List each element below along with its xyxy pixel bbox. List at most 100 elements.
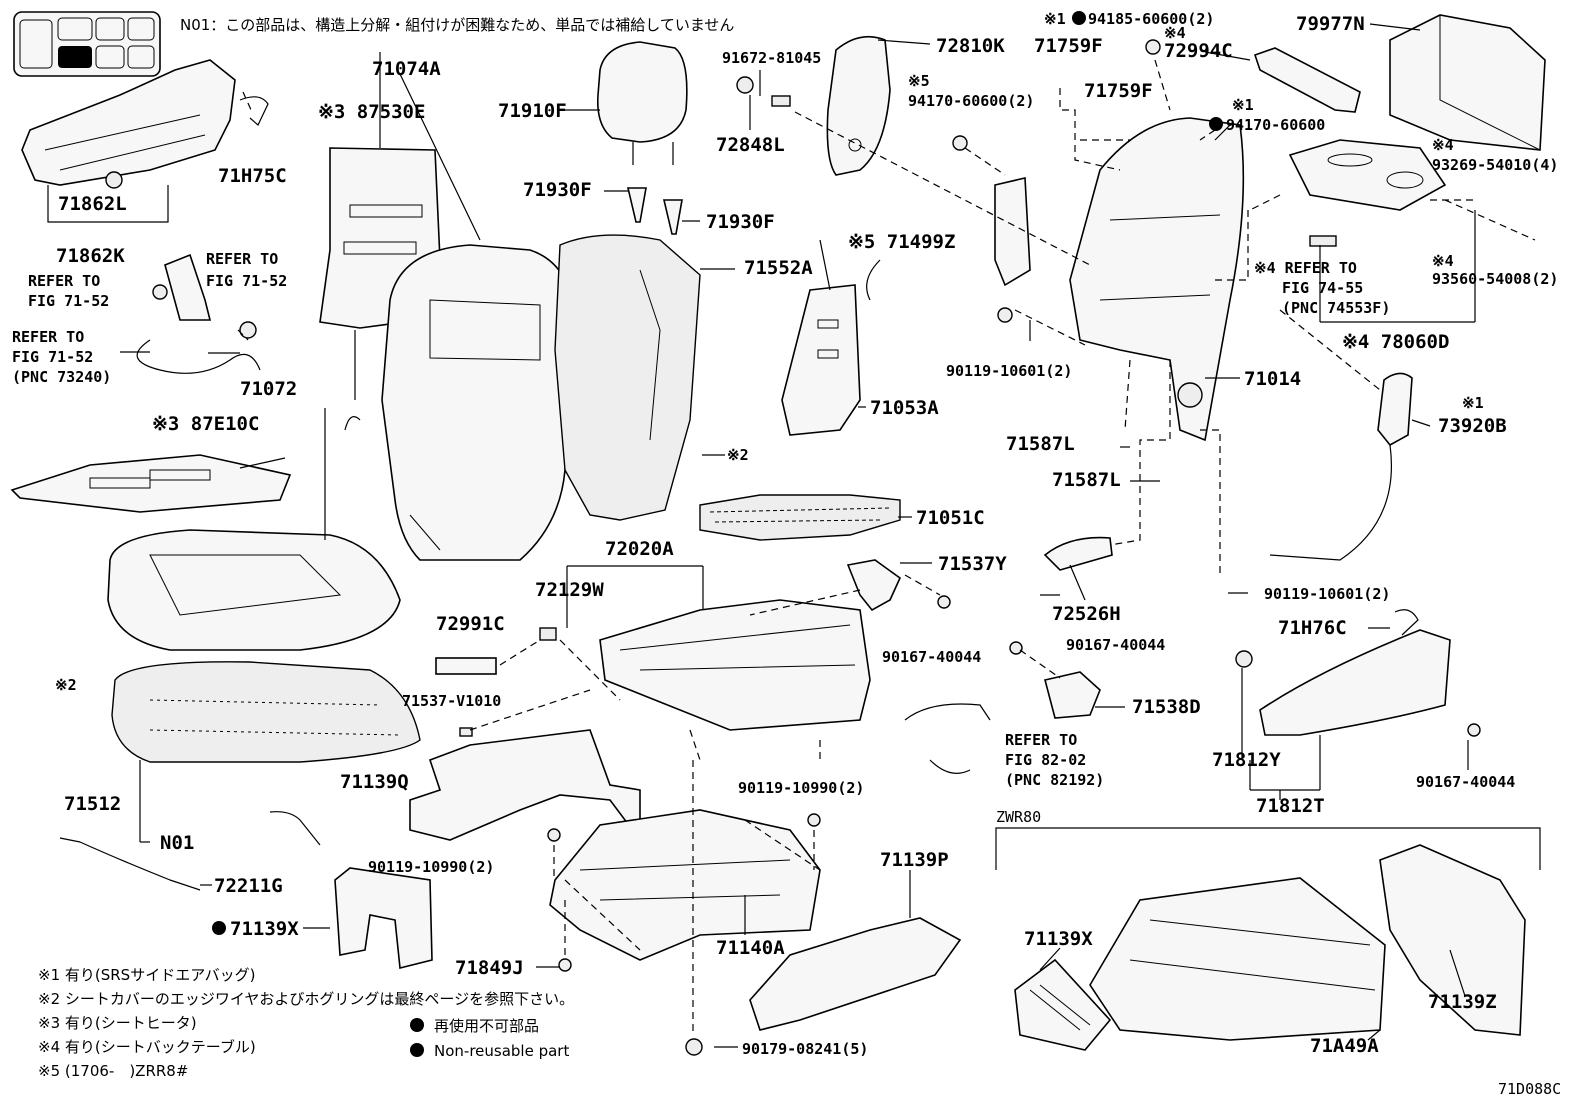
- label-71014: 71014: [1244, 368, 1301, 390]
- label-90167-a: 90167-40044: [882, 648, 981, 666]
- label-71587l-b: 71587L: [1052, 469, 1121, 491]
- label-note2-a: ※2: [727, 446, 749, 464]
- label-72991c: 72991C: [436, 613, 505, 635]
- label-72848l: 72848L: [716, 134, 785, 156]
- label-71512: 71512: [64, 793, 121, 815]
- catalog-code: 71D088C: [1498, 1080, 1561, 1098]
- wire-72211g: [59, 837, 201, 891]
- label-71139q: 71139Q: [340, 771, 409, 793]
- label-90167-b: 90167-40044: [1066, 636, 1165, 654]
- part-labels: N01：この部品は、構造上分解・組付けが困難なため、単品では補給していません 7…: [12, 10, 1561, 1098]
- non-reusable-dot-71139x: [212, 921, 226, 935]
- label-71140a: 71140A: [716, 937, 785, 959]
- label-n01: N01: [160, 832, 194, 854]
- cover-71139q: [409, 729, 641, 843]
- seatback-cover: [381, 244, 576, 561]
- label-71a49a: 71A49A: [1310, 1035, 1379, 1057]
- label-93560-pre: ※4: [1432, 252, 1454, 270]
- label-87e10c: ※3 87E10C: [152, 413, 259, 435]
- harness-82192: [904, 703, 991, 774]
- pad-72991c: [435, 657, 497, 675]
- label-74553f: [1309, 235, 1337, 247]
- label-93560: 93560-54008(2): [1432, 270, 1558, 288]
- label-82-02-b: FIG 82-02: [1005, 751, 1086, 769]
- legend-non-reusable-en: Non-reusable part: [434, 1042, 569, 1060]
- label-74-55-b: FIG 74-55: [1282, 279, 1363, 297]
- label-90119-10990-b: 90119-10990(2): [738, 779, 864, 797]
- label-71930f-b: 71930F: [706, 211, 775, 233]
- headrest-guides: [626, 187, 683, 235]
- label-94170-a-pre: ※5: [908, 72, 930, 90]
- label-74-55-c: (PNC 74553F): [1282, 299, 1390, 317]
- label-93269: 93269-54010(4): [1432, 156, 1558, 174]
- label-94170-b: 94170-60600: [1226, 116, 1325, 134]
- seatback-pad: [554, 234, 701, 521]
- label-71812y: 71812Y: [1212, 749, 1281, 771]
- bracket-71537y: [846, 559, 901, 612]
- label-71849j: 71849J: [455, 957, 524, 979]
- seat-heater-mat-cushion: [10, 454, 292, 513]
- label-71537-v1010: 71537-V1010: [402, 692, 501, 710]
- seat-spring-mat-71051c: [699, 494, 901, 541]
- seat-switch-icon: [13, 11, 161, 77]
- nut-94170-a: [952, 135, 968, 151]
- non-reusable-dot-legend-jp: [410, 1018, 424, 1032]
- seat-side-cover-upper: [21, 59, 236, 189]
- label-72211g: 72211G: [214, 875, 283, 897]
- label-79977n: 79977N: [1296, 13, 1365, 35]
- label-ref3-b: FIG 71-52: [12, 348, 93, 366]
- knob-71812y: [1235, 650, 1253, 668]
- label-ref3-c: (PNC 73240): [12, 368, 111, 386]
- non-reusable-dot-legend-en: [410, 1043, 424, 1057]
- harness-n01: [269, 811, 321, 846]
- label-87530e: ※3 87530E: [318, 101, 425, 123]
- bolt-90167-b: [1009, 641, 1023, 655]
- side-airbag-73920b: [1269, 372, 1413, 561]
- label-90119-10601-b: 90119-10601(2): [1264, 585, 1390, 603]
- legend-non-reusable-jp: 再使用不可部品: [434, 1017, 539, 1035]
- label-71h76c: 71H76C: [1278, 617, 1347, 639]
- seatback-board-79977n: [1389, 14, 1546, 151]
- label-71139x-right: 71139X: [1024, 928, 1093, 950]
- legend-note-1: ※1 有り(SRSサイドエアバッグ): [38, 966, 255, 984]
- label-ref1-a: REFER TO: [28, 272, 100, 290]
- label-91672: 91672-81045: [722, 49, 821, 67]
- label-71552a: 71552A: [744, 257, 813, 279]
- cover-71139p: [749, 917, 962, 1031]
- legend-note-2: ※2 シートカバーのエッジワイヤおよびホグリングは最終ページを参照下さい。: [38, 990, 574, 1008]
- trim-clip-71h75c: [239, 96, 269, 126]
- label-ref1-b: FIG 71-52: [28, 292, 109, 310]
- label-72129w: 72129W: [535, 579, 604, 601]
- label-71139p: 71139P: [880, 849, 949, 871]
- label-74-55-a: ※4 REFER TO: [1254, 259, 1357, 277]
- label-82-02-a: REFER TO: [1005, 731, 1077, 749]
- grille-cover-71139x-right: [1014, 958, 1112, 1051]
- label-note2-b: ※2: [55, 676, 77, 694]
- bolt-90119-10601-a: [997, 307, 1013, 323]
- label-71139x: 71139X: [230, 918, 299, 940]
- label-71139z: 71139Z: [1428, 991, 1497, 1013]
- label-71538d: 71538D: [1132, 696, 1201, 718]
- label-71862k: 71862K: [56, 245, 125, 267]
- top-note: N01：この部品は、構造上分解・組付けが困難なため、単品では補給していません: [180, 16, 734, 34]
- label-72994c-pre: ※4: [1164, 24, 1186, 42]
- pin-71849j: [558, 958, 572, 972]
- bolt-90167-c: [1467, 723, 1481, 737]
- leader-lines: [120, 23, 1476, 1048]
- table-trim-72994c: [1253, 47, 1361, 113]
- label-71759f-a: 71759F: [1034, 35, 1103, 57]
- label-72526h: 72526H: [1052, 603, 1121, 625]
- seatbelt-buckle: [136, 253, 261, 374]
- label-90167-c: 90167-40044: [1416, 773, 1515, 791]
- clip-71h76c: [1394, 609, 1419, 636]
- label-94185-pre: ※1: [1044, 10, 1066, 28]
- bolt-90119-10990-b: [807, 813, 821, 827]
- label-71051c: 71051C: [916, 507, 985, 529]
- seat-cushion-frame: [539, 599, 871, 731]
- clip-71537-v1010: [459, 727, 473, 737]
- seat-cushion-pad: [111, 661, 421, 763]
- bracket-71538d: [1044, 671, 1101, 719]
- bolt-90167-a: [937, 595, 951, 609]
- legend-note-3: ※3 有り(シートヒータ): [38, 1014, 197, 1032]
